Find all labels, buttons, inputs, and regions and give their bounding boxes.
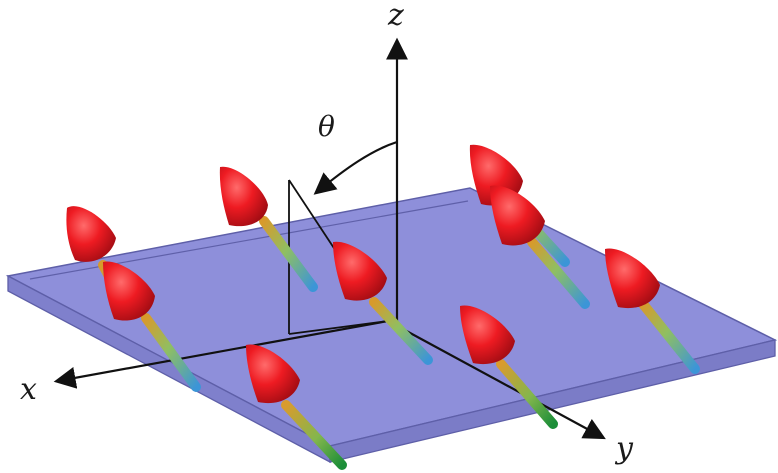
theta-arc xyxy=(313,140,398,195)
y-axis-label: y xyxy=(614,431,634,466)
x-axis-line xyxy=(53,319,389,389)
z-axis-label: z xyxy=(387,0,404,33)
theta-label: θ xyxy=(318,110,335,143)
axes: z x y θ xyxy=(20,0,634,466)
x-axis-label: x xyxy=(20,372,37,407)
spin-top-right-front xyxy=(490,185,590,309)
y-axis-line xyxy=(387,320,606,440)
spin-left xyxy=(103,261,201,392)
spin-front-left xyxy=(246,344,347,470)
spin-front-right xyxy=(460,305,558,429)
spin-center xyxy=(333,241,433,365)
spin-top-middle xyxy=(219,166,318,292)
spin-right-edge xyxy=(605,248,700,374)
spin-arrows xyxy=(66,144,700,470)
